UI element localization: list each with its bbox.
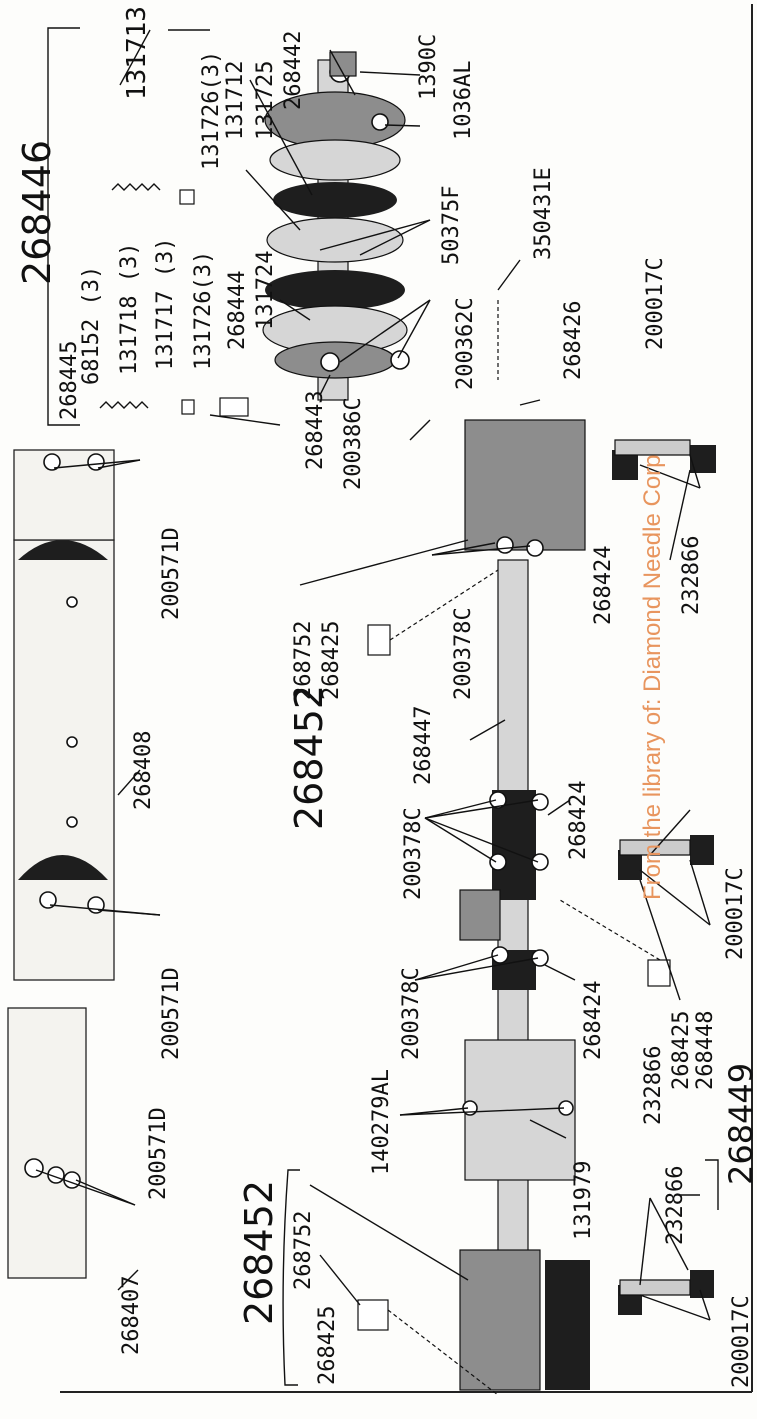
part-268444: [219, 397, 249, 417]
label-268444: 268444: [225, 271, 250, 350]
label-268442: 268442: [281, 31, 306, 110]
label-232866-mid: 232866: [641, 1046, 666, 1125]
part-131726: [181, 399, 195, 415]
label-200017C-mid: 200017C: [723, 867, 748, 960]
label-268408: 268408: [131, 731, 156, 810]
label-68152-3: 68152 (3): [79, 266, 104, 385]
label-350431E: 350431E: [531, 167, 556, 260]
group-label-268452-top: 268452: [287, 685, 331, 830]
label-200378C-c: 200378C: [399, 967, 424, 1060]
label-1390C: 1390C: [416, 34, 441, 100]
screw-200017C-mid: [618, 835, 714, 880]
spring-131718: [111, 183, 161, 191]
label-131726-3-top: 131726(3): [199, 51, 224, 170]
part-268425-bottom: [357, 1299, 389, 1331]
label-268425-bottom: 268425: [315, 1306, 340, 1385]
group-label-268452-bottom: 268452: [237, 1180, 281, 1325]
screw-200017C-bottom: [618, 1270, 714, 1315]
label-131725: 131725: [253, 61, 278, 140]
label-268425-mid: 268425: [669, 1011, 694, 1090]
label-131724: 131724: [253, 251, 278, 330]
plate-top-200571D: [13, 449, 115, 541]
label-268424-a: 268424: [591, 546, 616, 625]
label-268426: 268426: [561, 301, 586, 380]
label-268425-top: 268425: [319, 621, 344, 700]
label-268424-c: 268424: [581, 981, 606, 1060]
label-268447: 268447: [411, 706, 436, 785]
part-268425-top: [367, 624, 391, 656]
label-268407: 268407: [119, 1276, 144, 1355]
spring-68152: [99, 401, 149, 409]
watermark: From the library of: Diamond Needle Corp: [639, 454, 666, 900]
label-268448: 268448: [693, 1011, 718, 1090]
label-200017C-bottom: 200017C: [729, 1295, 754, 1388]
label-268752-top: 268752: [291, 621, 316, 700]
label-200378C-b: 200378C: [401, 807, 426, 900]
label-50375F: 50375F: [439, 186, 464, 265]
label-268752-bottom: 268752: [291, 1211, 316, 1290]
label-232866-top: 232866: [679, 536, 704, 615]
label-232866-bottom: 232866: [663, 1166, 688, 1245]
label-140279AL: 140279AL: [369, 1069, 394, 1175]
label-131712: 131712: [223, 61, 248, 140]
label-200571D-a: 200571D: [159, 527, 184, 620]
label-131717-3: 131717 (3): [153, 238, 178, 370]
label-200386C: 200386C: [341, 397, 366, 490]
label-131726-3: 131726(3): [191, 251, 216, 370]
label-200378C-a: 200378C: [451, 607, 476, 700]
label-200362C: 200362C: [453, 297, 478, 390]
group-bracket-268446: [47, 27, 80, 426]
group-label-268446: 268446: [15, 140, 59, 285]
label-200017C-top: 200017C: [643, 257, 668, 350]
part-268425-mid: [647, 959, 671, 987]
label-268443: 268443: [303, 391, 328, 470]
label-1036AL: 1036AL: [451, 61, 476, 140]
label-268445: 268445: [57, 341, 82, 420]
label-268424-b: 268424: [566, 781, 591, 860]
plate-268408: [13, 539, 115, 981]
plate-268407: [7, 1007, 87, 1279]
label-131718-3: 131718 (3): [117, 243, 142, 375]
label-200571D-b: 200571D: [159, 967, 184, 1060]
label-131979: 131979: [571, 1161, 596, 1240]
group-label-268449: 268449: [722, 1063, 757, 1185]
part-131717: [179, 189, 195, 205]
label-200571D-c: 200571D: [146, 1107, 171, 1200]
label-131713: 131713: [122, 6, 152, 100]
shaft-assembly-268452: [459, 419, 590, 1391]
